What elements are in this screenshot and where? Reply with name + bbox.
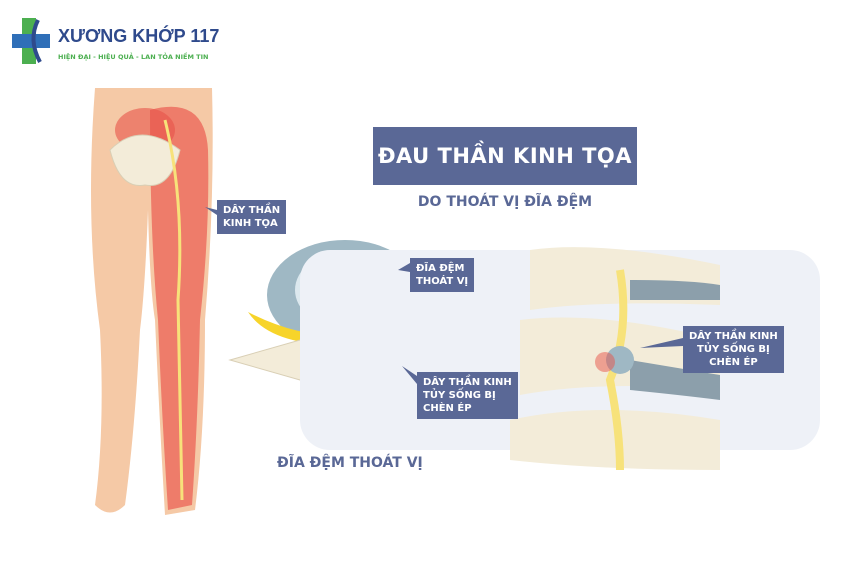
label-line: TỦY SỐNG BỊ — [697, 344, 770, 355]
page-subtitle: DO THOÁT VỊ ĐĨA ĐỆM — [417, 194, 593, 210]
label-line: TỦY SỐNG BỊ — [423, 390, 496, 401]
label-sciatic-nerve: DÂY THẦN KINH TỌA — [217, 200, 287, 234]
label-line: DÂY THẦN — [223, 205, 281, 216]
label-compressed-nerve-side: DÂY THẦN KINH TỦY SỐNG BỊ CHÈN ÉP — [683, 326, 784, 373]
label-line: KINH TỌA — [223, 218, 278, 229]
label-herniated-disc: ĐĨA ĐỆM THOÁT VỊ — [410, 258, 475, 292]
caption-herniated-disc: ĐĨA ĐỆM THOÁT VỊ — [277, 455, 423, 471]
page-title: ĐAU THẦN KINH TỌA — [373, 127, 637, 185]
logo-icon — [12, 18, 50, 64]
label-line: CHÈN ÉP — [423, 403, 472, 414]
label-compressed-nerve: DÂY THẦN KINH TỦY SỐNG BỊ CHÈN ÉP — [417, 372, 518, 419]
label-line: CHÈN ÉP — [709, 357, 758, 368]
logo-name: XƯƠNG KHỚP 117 — [58, 26, 220, 46]
human-back-figure — [91, 88, 213, 515]
label-line: DÂY THẦN KINH — [689, 331, 778, 342]
label-line: ĐĨA ĐỆM — [416, 263, 465, 274]
label-line: THOÁT VỊ — [416, 276, 469, 287]
logo-slogan: HIỆN ĐẠI - HIỆU QUẢ - LAN TỎA NIỀM TIN — [58, 53, 209, 61]
label-line: DÂY THẦN KINH — [423, 377, 512, 388]
